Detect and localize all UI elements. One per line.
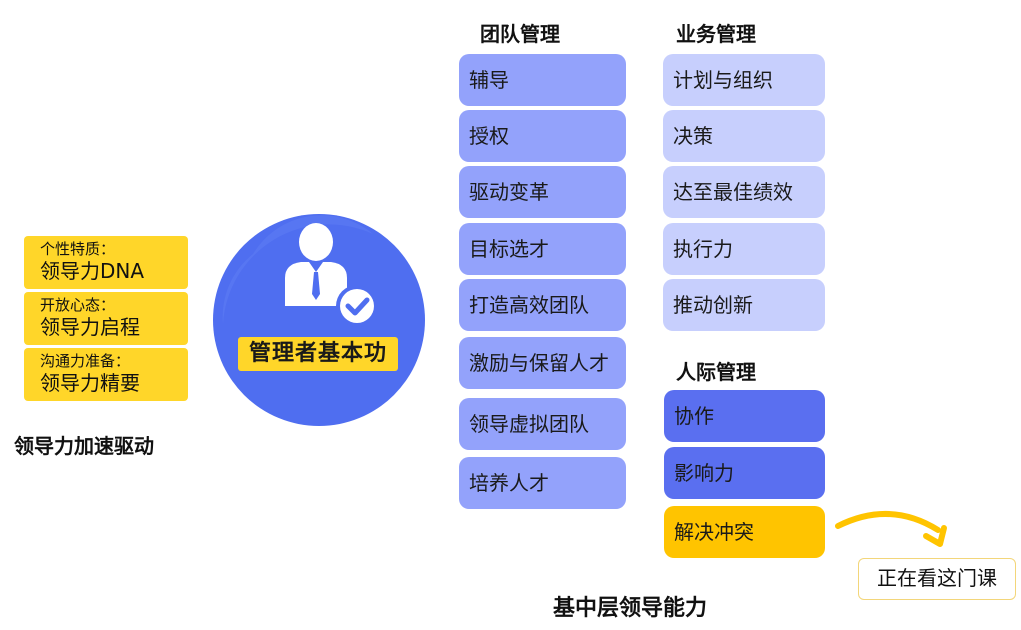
team-item-delegation: 授权 xyxy=(459,110,626,162)
current-course-tag: 正在看这门课 xyxy=(858,558,1016,600)
team-item-hiring: 目标选才 xyxy=(459,223,626,275)
curved-arrow-icon xyxy=(835,510,947,547)
trait-box: 个性特质： 领导力DNA xyxy=(24,236,188,289)
team-item-virtual-team: 领导虚拟团队 xyxy=(459,398,626,450)
people-item-influence: 影响力 xyxy=(664,447,825,499)
team-item-coaching: 辅导 xyxy=(459,54,626,106)
business-item-execution: 执行力 xyxy=(663,223,825,275)
team-title: 团队管理 xyxy=(480,22,560,46)
team-item-change: 驱动变革 xyxy=(459,166,626,218)
team-item-high-performance: 打造高效团队 xyxy=(459,279,626,331)
communication-box-subtitle: 沟通力准备： xyxy=(40,352,131,370)
business-item-decision: 决策 xyxy=(663,110,825,162)
business-item-innovation: 推动创新 xyxy=(663,279,825,331)
manager-check-icon xyxy=(285,223,378,327)
business-item-performance: 达至最佳绩效 xyxy=(663,166,825,218)
bottom-caption: 基中层领导能力 xyxy=(553,596,708,621)
team-item-develop-talent: 培养人才 xyxy=(459,457,626,509)
core-circle xyxy=(213,214,425,426)
communication-box-title: 领导力精要 xyxy=(40,371,140,395)
people-item-collaboration: 协作 xyxy=(664,390,825,442)
core-label: 管理者基本功 xyxy=(238,337,398,371)
mindset-box-title: 领导力启程 xyxy=(40,315,140,339)
people-title: 人际管理 xyxy=(676,360,756,384)
trait-box-subtitle: 个性特质： xyxy=(40,240,116,258)
trait-box-title: 领导力DNA xyxy=(40,259,145,283)
business-title: 业务管理 xyxy=(676,22,756,46)
people-item-conflict: 解决冲突 xyxy=(664,506,825,558)
mindset-box-subtitle: 开放心态： xyxy=(40,296,116,314)
team-item-motivation: 激励与保留人才 xyxy=(459,337,626,389)
left-caption: 领导力加速驱动 xyxy=(14,434,154,458)
communication-box: 沟通力准备： 领导力精要 xyxy=(24,348,188,401)
business-item-planning: 计划与组织 xyxy=(663,54,825,106)
mindset-box: 开放心态： 领导力启程 xyxy=(24,292,188,345)
